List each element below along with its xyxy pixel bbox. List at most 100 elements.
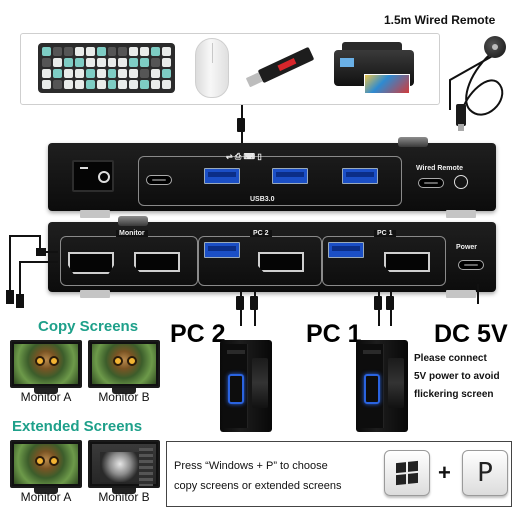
keycap: [96, 80, 106, 89]
keycap: [151, 80, 161, 89]
keycap: [63, 58, 73, 67]
keycap: [96, 58, 106, 67]
usb3-port-1: [204, 168, 240, 184]
keycap: [74, 80, 84, 89]
port-icons: ⇌ ⎙ ⌨ ▯: [226, 152, 262, 161]
keycap: [42, 69, 51, 78]
remote-port: [418, 178, 444, 188]
ext-monitor-b-stand: [112, 488, 136, 494]
remote-cable: [449, 49, 504, 116]
keycap: [107, 47, 117, 56]
power-note-line: Please connect: [414, 353, 487, 364]
dp-out-port: [134, 252, 180, 272]
pc2-label: PC 2: [170, 320, 226, 348]
copy-monitor-a-image: [10, 340, 82, 388]
keycap: [85, 47, 95, 56]
plus-sign: +: [438, 460, 451, 485]
keycap: [74, 69, 84, 78]
top-foot-left: [80, 210, 110, 218]
instruction-box: [166, 441, 512, 507]
copy-screens-title: Copy Screens: [38, 318, 139, 335]
keycap: [151, 47, 161, 56]
pc1-label: PC 1: [306, 320, 362, 348]
pc2-plug-a: [236, 296, 244, 310]
keycap: [162, 69, 171, 78]
bottom-foot-right: [446, 290, 476, 298]
windows-key: [384, 450, 430, 496]
keycap: [74, 58, 84, 67]
keyboard-image: [38, 43, 175, 93]
keycap: [85, 58, 95, 67]
keycap: [129, 47, 139, 56]
p-key-label: P: [477, 458, 493, 488]
instruction-text: Press “Windows + P” to choose copy scree…: [174, 456, 342, 496]
keycap: [63, 80, 73, 89]
pc1-dp-port: [384, 252, 430, 272]
ext-monitor-b-image: [88, 440, 160, 488]
keycap: [52, 58, 62, 67]
keycap: [162, 80, 171, 89]
mouse-image: [195, 38, 229, 98]
keycap: [107, 80, 117, 89]
extended-screens-title: Extended Screens: [12, 418, 143, 435]
hdmi-out-port: [68, 252, 114, 274]
dc-5v-label: DC 5V: [434, 320, 508, 348]
pc1-plug-a: [374, 296, 382, 310]
keycap: [63, 47, 73, 56]
instruction-line-1: Press “Windows + P” to choose: [174, 460, 328, 472]
keycap: [140, 80, 150, 89]
keycap: [129, 69, 139, 78]
pc2-panel-label: PC 2: [250, 230, 272, 237]
usb3-port-3: [342, 168, 378, 184]
keycap: [151, 58, 161, 67]
usb3-port-2: [272, 168, 308, 184]
keycap: [118, 58, 128, 67]
copy-monitor-b-stand: [112, 388, 136, 394]
keycap: [129, 80, 139, 89]
pc2-dp-port: [258, 252, 304, 272]
pc2-plug-b: [250, 296, 258, 310]
keycap: [52, 80, 62, 89]
keycap: [42, 47, 51, 56]
keycap: [74, 47, 84, 56]
top-knob: [398, 137, 428, 147]
power-note: Please connect 5V power to avoid flicker…: [414, 350, 500, 404]
usb-port-group: [138, 156, 402, 206]
keycap: [118, 80, 128, 89]
bottom-foot-left: [80, 290, 110, 298]
power-port: [458, 260, 484, 270]
keycap: [96, 47, 106, 56]
keycap: [151, 69, 161, 78]
power-rocker-switch: [72, 160, 114, 192]
printer-image: [330, 40, 418, 95]
remote-title: 1.5m Wired Remote: [384, 13, 496, 27]
keycap: [140, 58, 150, 67]
keycap: [140, 69, 150, 78]
pc2-tower-image: [220, 340, 272, 432]
monitor-cables: [6, 235, 58, 308]
ext-monitor-b-label: Monitor B: [98, 490, 150, 504]
keycap: [42, 58, 51, 67]
usb30-label: USB3.0: [250, 196, 275, 203]
ext-monitor-a-image: [10, 440, 82, 488]
p-key: P: [462, 450, 508, 496]
remote-button-icon: [484, 36, 506, 58]
monitor-label: Monitor: [116, 230, 148, 237]
copy-monitor-a-label: Monitor A: [20, 390, 72, 404]
keycap: [118, 69, 128, 78]
keycap: [162, 47, 171, 56]
top-foot-right: [446, 210, 476, 218]
ext-monitor-a-label: Monitor A: [20, 490, 72, 504]
keycap: [140, 47, 150, 56]
keycap: [162, 58, 171, 67]
copy-monitor-b-image: [88, 340, 160, 388]
keycap: [107, 58, 117, 67]
keycap: [96, 69, 106, 78]
remote-plug: [456, 104, 466, 131]
keycap: [85, 80, 95, 89]
copy-monitor-a-stand: [34, 388, 58, 394]
keycap: [107, 69, 117, 78]
pc1-plug-b: [386, 296, 394, 310]
keycap: [63, 69, 73, 78]
keycap: [118, 47, 128, 56]
